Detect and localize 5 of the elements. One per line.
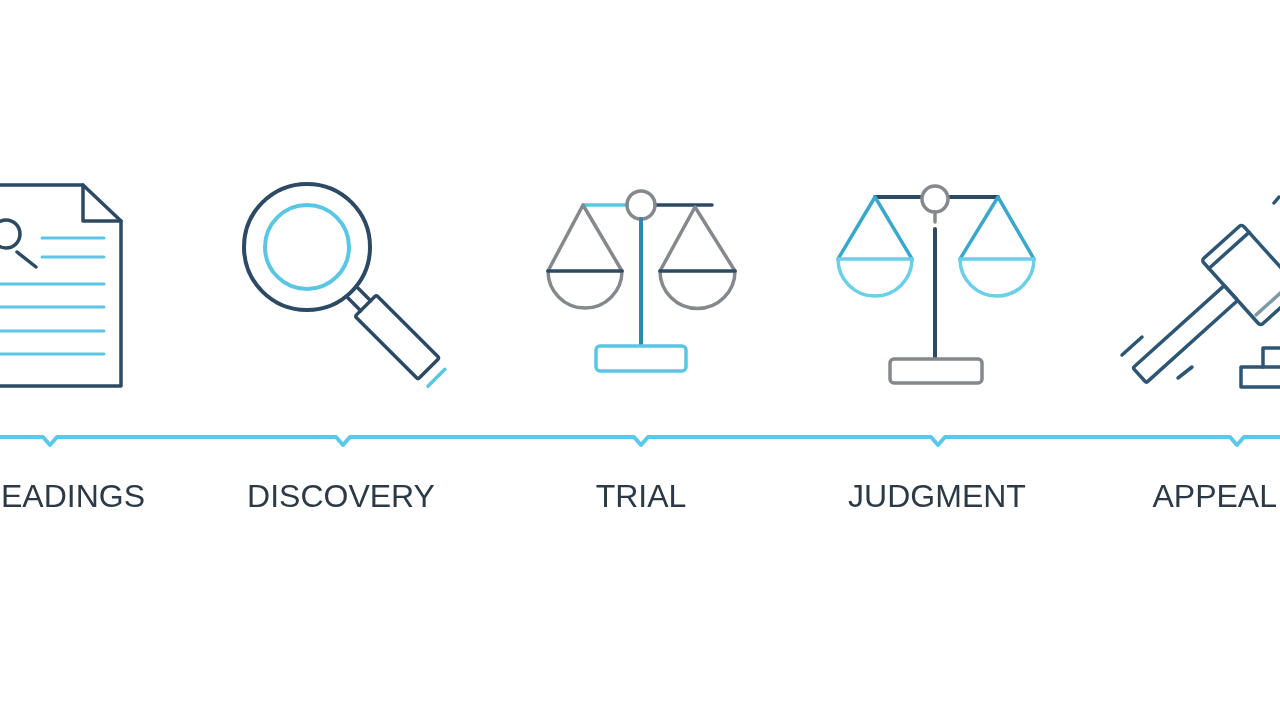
stage-label: EADINGS — [1, 477, 146, 515]
stage-label: TRIAL — [595, 477, 687, 515]
stage-label: DISCOVERY — [247, 477, 435, 515]
stage-label: JUDGMENT — [848, 477, 1026, 515]
stage-label: APPEAL — [1152, 477, 1277, 515]
